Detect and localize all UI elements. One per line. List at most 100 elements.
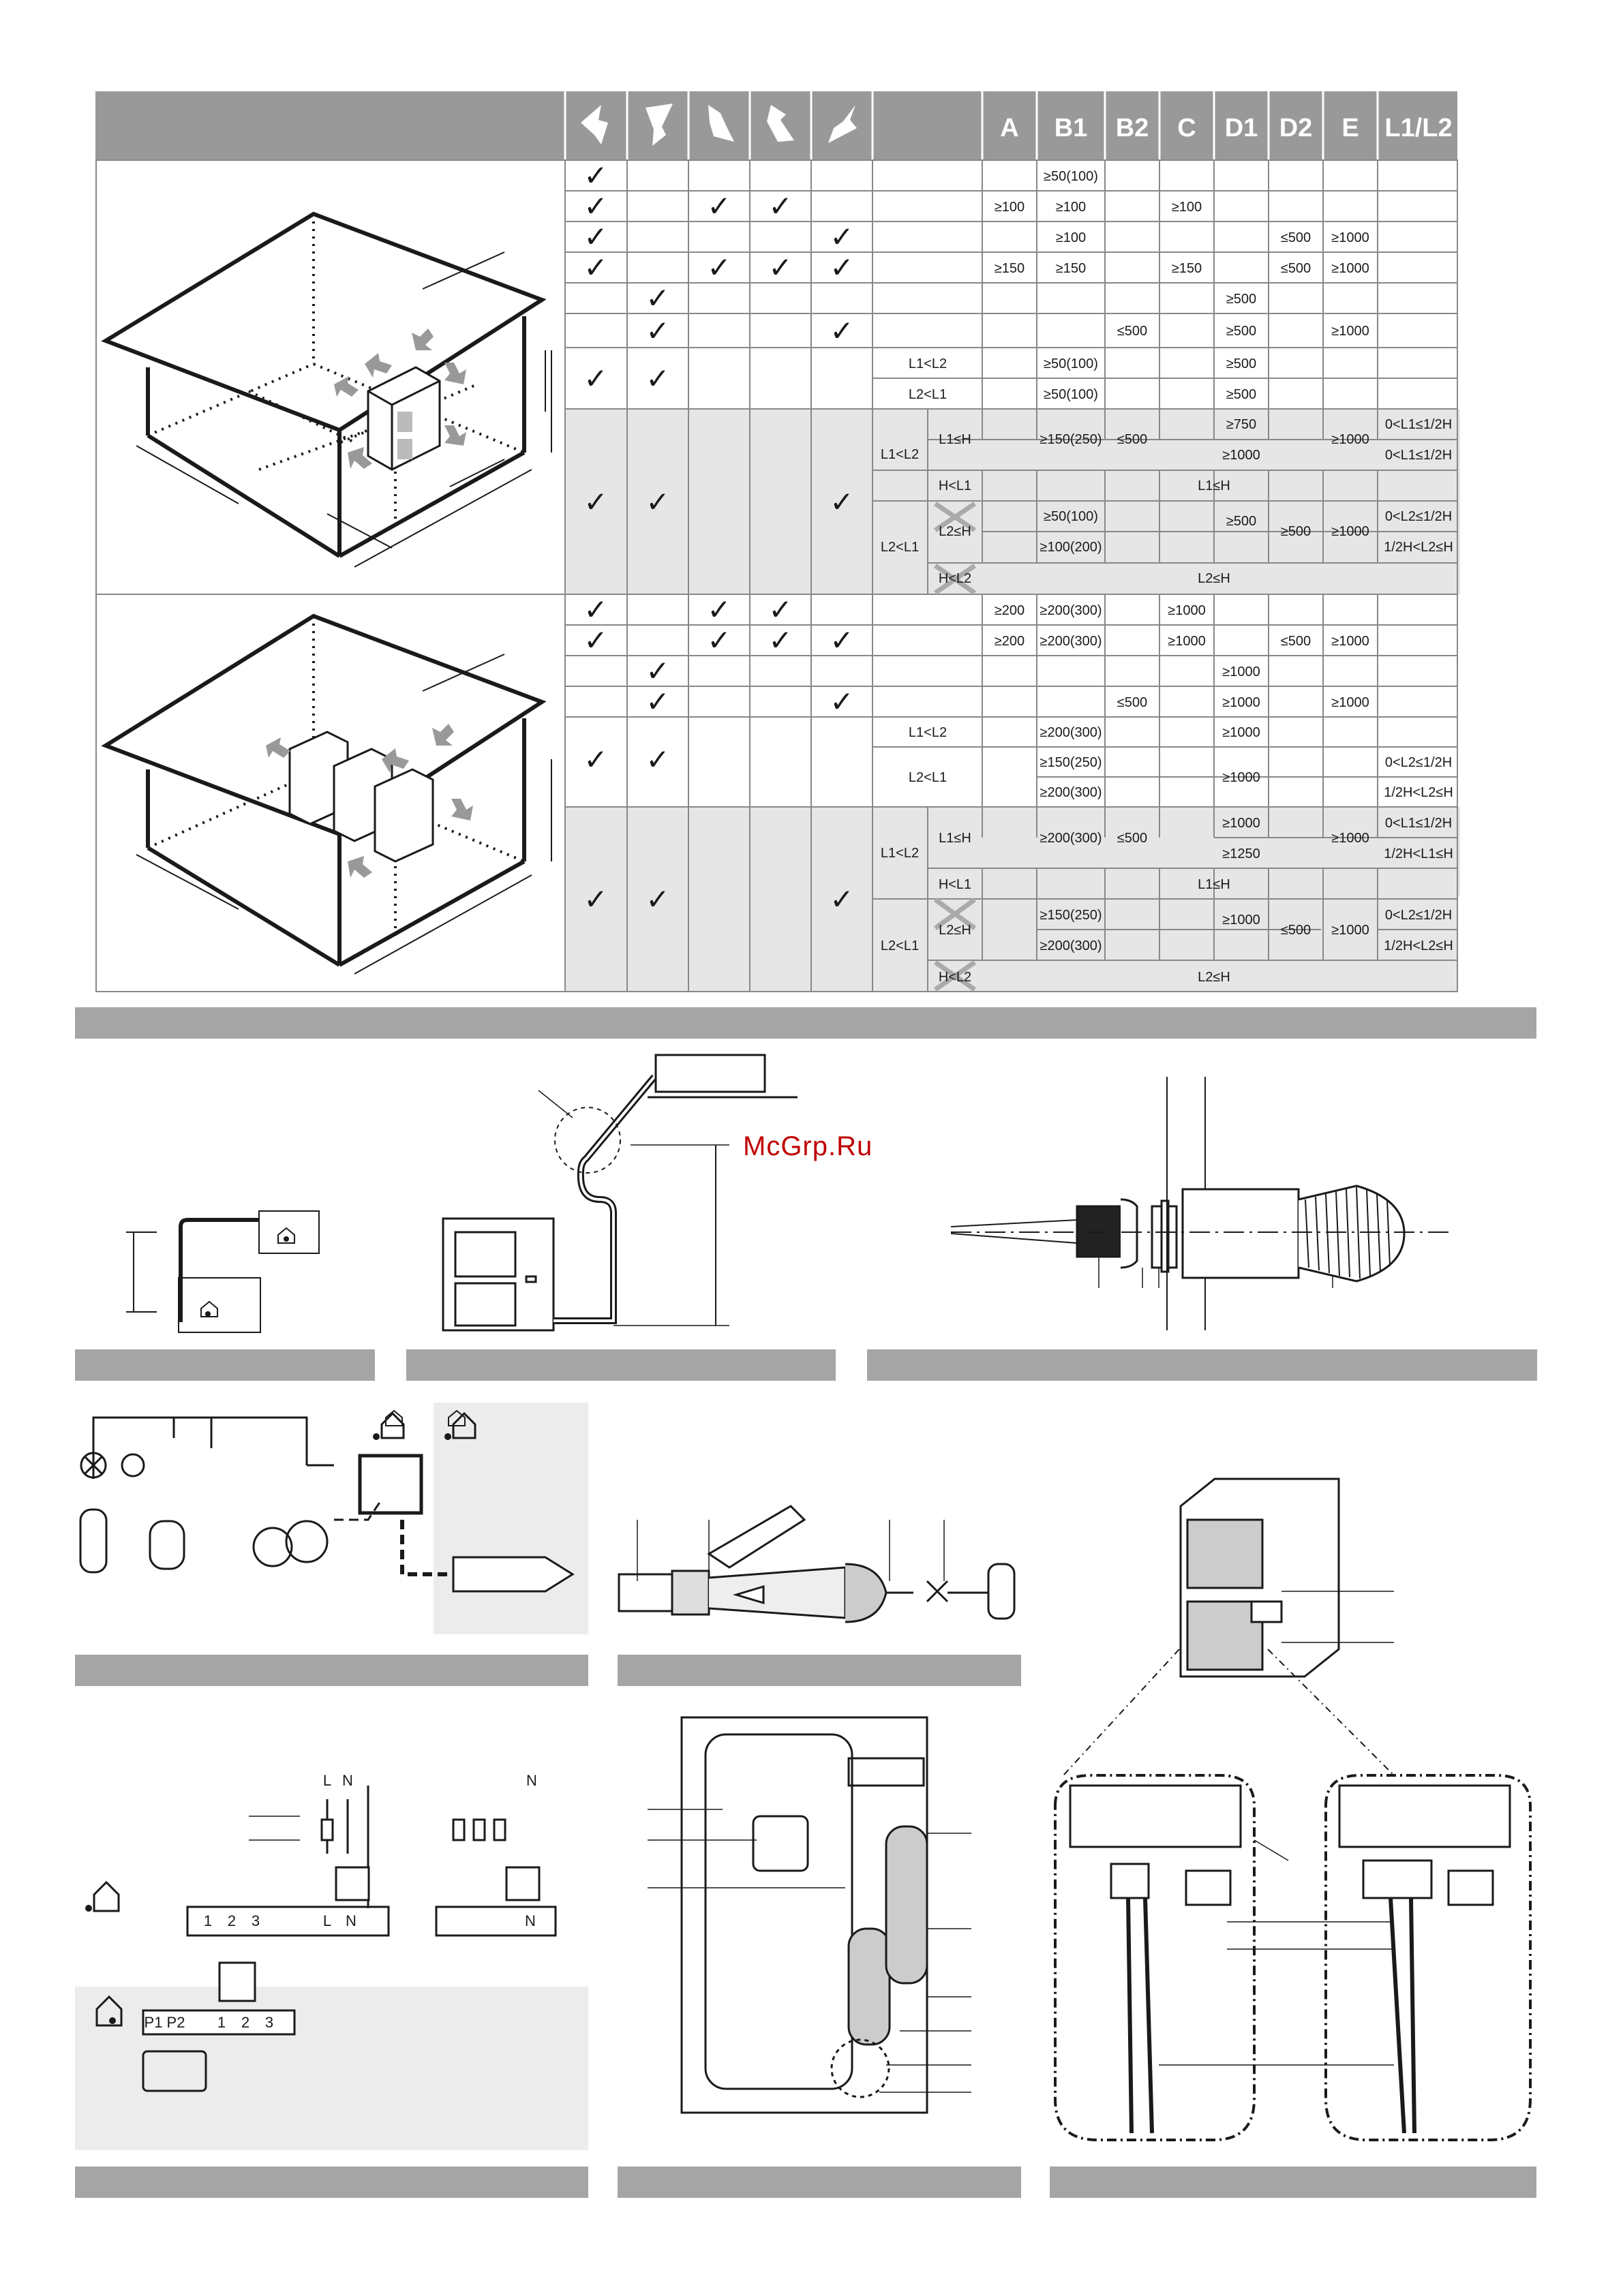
b2-g1-D1: ≥1000 xyxy=(1222,725,1260,740)
svg-text:✓: ✓ xyxy=(830,251,853,284)
b2-g1-B1a: ≥150(250) xyxy=(1040,755,1102,770)
terminal-2: 2 xyxy=(228,1912,236,1929)
b1-g2-l1-E: ≥1000 xyxy=(1331,432,1369,447)
b2-g2-l2-Lb: 1/2H<L2≤H xyxy=(1384,938,1453,953)
b2-g2-l2-La: 0<L2≤1/2H xyxy=(1385,908,1452,923)
svg-text:✓: ✓ xyxy=(646,744,669,776)
svg-text:✓: ✓ xyxy=(707,594,731,626)
b2-g2-l2-E: ≥1000 xyxy=(1331,923,1369,938)
house-icons xyxy=(93,1411,476,2027)
b1-g1-D1a: ≥500 xyxy=(1226,356,1256,371)
b1-r4-C: ≥150 xyxy=(1172,261,1202,276)
b1-r2-C: ≥100 xyxy=(1172,200,1202,215)
label-L: L xyxy=(323,1772,331,1789)
b2-g2-l2-B1b: ≥200(300) xyxy=(1040,938,1102,953)
cable-gland-diagram xyxy=(950,1077,1452,1330)
b2-g2-l1-B1: ≥200(300) xyxy=(1040,831,1102,846)
b1-g1-B1a: ≥50(100) xyxy=(1044,356,1098,371)
terminal-blocks xyxy=(1069,1784,1511,1906)
svg-text:✓: ✓ xyxy=(646,363,669,395)
b2-g1-La: 0<L2≤1/2H xyxy=(1385,755,1452,770)
installation-space-table: A B1 B2 C D1 D2 E L1/L2 xyxy=(95,91,1460,992)
remote-terminal-1: 1 xyxy=(217,2014,226,2031)
svg-text:✓: ✓ xyxy=(707,624,731,656)
terminal-board-detail xyxy=(1054,1774,1532,2141)
b2-r4-B2: ≤500 xyxy=(1117,695,1147,710)
col-B1: B1 xyxy=(1055,114,1088,142)
b1-r6-B2: ≤500 xyxy=(1117,324,1147,339)
b1-r6-D1: ≥500 xyxy=(1226,324,1256,339)
b1-g2-l2-E: ≥1000 xyxy=(1331,524,1369,539)
b2-g2-l1-E: ≥1000 xyxy=(1331,831,1369,846)
col-B2: B2 xyxy=(1116,114,1149,142)
caption-bar-fig7 xyxy=(618,2167,1021,2198)
svg-text:✓: ✓ xyxy=(583,594,607,626)
b1-g2-l2-cond: L2<L1 xyxy=(881,540,919,555)
indoor-zone-panel xyxy=(434,1403,588,1634)
svg-text:✓: ✓ xyxy=(830,315,853,347)
b2-g2-l2-B1a: ≥150(250) xyxy=(1040,908,1102,923)
remote-terminal-2: 2 xyxy=(241,2014,249,2031)
b1-r3-E: ≥1000 xyxy=(1331,230,1369,245)
b2-r4-E: ≥1000 xyxy=(1331,695,1369,710)
b2-g1-B1b: ≥200(300) xyxy=(1040,785,1102,800)
b2-g2-l1-span: L1≤H xyxy=(1198,877,1230,892)
b2-r2-E: ≥1000 xyxy=(1331,634,1369,649)
b2-g2-l1-La: 0<L1≤1/2H xyxy=(1385,816,1452,831)
watermark-text: McGrp.Ru xyxy=(743,1131,873,1161)
cross-icons xyxy=(933,502,977,992)
power-wiring-diagram xyxy=(142,1786,557,2092)
direction-icon-left xyxy=(581,105,608,144)
outdoor-unit-cover-diagram xyxy=(1063,1478,1395,1776)
svg-text:✓: ✓ xyxy=(768,594,792,626)
b1-g1-D1b: ≥500 xyxy=(1226,387,1256,402)
remote-terminal-3: 3 xyxy=(265,2014,273,2031)
svg-text:✓: ✓ xyxy=(646,282,669,314)
col-C: C xyxy=(1177,114,1196,142)
direction-icon-down-left xyxy=(828,105,857,143)
b2-g2-l1-Lb: 1/2H<L1≤H xyxy=(1384,846,1453,861)
b2-r3-D1: ≥1000 xyxy=(1222,664,1260,679)
svg-text:✓: ✓ xyxy=(583,159,607,192)
b1-r4-E: ≥1000 xyxy=(1331,261,1369,276)
b1-r1-B1: ≥50(100) xyxy=(1044,169,1098,184)
svg-text:✓: ✓ xyxy=(646,883,669,915)
svg-text:✓: ✓ xyxy=(583,624,607,656)
svg-text:✓: ✓ xyxy=(707,190,731,222)
b1-r4-A: ≥150 xyxy=(995,261,1025,276)
svg-text:✓: ✓ xyxy=(768,624,792,656)
svg-text:✓: ✓ xyxy=(583,744,607,776)
b1-g2-l2-D1: ≥500 xyxy=(1226,514,1256,529)
b1-r5-D1: ≥500 xyxy=(1226,292,1256,307)
b1-r4-D2: ≤500 xyxy=(1281,261,1311,276)
svg-text:✓: ✓ xyxy=(583,486,607,518)
b1-g2-l2-La: 0<L2≤1/2H xyxy=(1385,509,1452,524)
direction-icon-down-right xyxy=(708,105,734,142)
b1-g2-l1-D1b: ≥1000 xyxy=(1222,448,1260,463)
b1-g2-l1-span: L1≤H xyxy=(1198,478,1230,493)
b2-g2-l2-span: L2≤H xyxy=(1198,970,1230,985)
col-A: A xyxy=(1000,114,1018,142)
b2-g2-l2-D2: ≤500 xyxy=(1281,923,1311,938)
b1-g2-l1-cross: H<L1 xyxy=(939,478,971,493)
b1-g2-l1-La: 0<L1≤1/2H xyxy=(1385,417,1452,432)
b1-g2-l2-Lb: 1/2H<L2≤H xyxy=(1384,540,1453,555)
svg-text:✓: ✓ xyxy=(707,251,731,284)
piping-diagram xyxy=(442,1054,798,1332)
pressure-test-diagram xyxy=(79,1409,575,1593)
b1-g2-l1-D1a: ≥750 xyxy=(1226,417,1256,432)
outdoor-units-group xyxy=(288,731,434,863)
caption-bar-fig6 xyxy=(75,2167,588,2198)
svg-text:✓: ✓ xyxy=(583,251,607,284)
svg-text:✓: ✓ xyxy=(646,486,669,518)
b1-r3-B1: ≥100 xyxy=(1056,230,1086,245)
col-D1: D1 xyxy=(1225,114,1258,142)
b2-r2-A: ≥200 xyxy=(995,634,1025,649)
b2-g2-l2-cross: H<L2 xyxy=(939,970,971,985)
b1-r6-E: ≥1000 xyxy=(1331,324,1369,339)
col-D2: D2 xyxy=(1279,114,1313,142)
terminal-1: 1 xyxy=(204,1912,212,1929)
b1-g2-l1-cond: L1<L2 xyxy=(881,447,919,462)
b2-g2-l2-D1: ≥1000 xyxy=(1222,913,1260,928)
caption-bar-fig3 xyxy=(867,1349,1537,1381)
